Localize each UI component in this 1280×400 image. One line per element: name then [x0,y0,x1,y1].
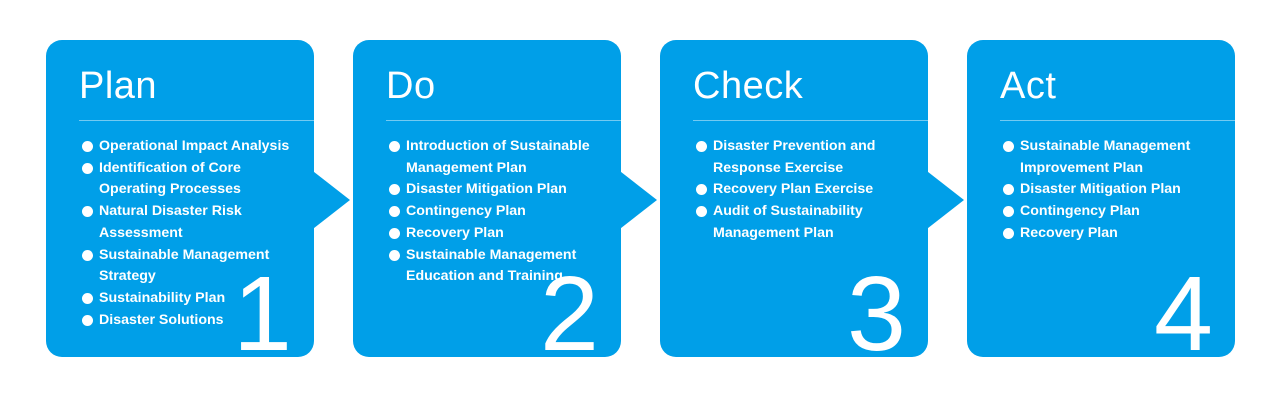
card-title: Act [1000,65,1057,107]
list-item-label: Audit of Sustainability Management Plan [713,203,863,241]
list-item-label: Natural Disaster Risk Assessment [99,203,242,241]
card-item-list: Sustainable Management Improvement Plan … [1003,136,1217,245]
bullet-icon [389,141,400,152]
list-item: Sustainable Management Education and Tra… [389,245,603,288]
list-item-label: Contingency Plan [406,203,526,220]
list-item: Sustainable Management Improvement Plan [1003,136,1217,179]
bullet-icon [696,206,707,218]
list-item: Operational Impact Analysis [82,136,296,158]
list-item-label: Sustainable Management Strategy [99,246,270,285]
card-check: Check Disaster Prevention and Response E… [660,40,928,367]
step-number: 1 [233,255,292,373]
list-item: Sustainable Management Strategy [82,245,296,288]
bullet-icon [1003,141,1014,152]
list-item-label: Disaster Mitigation Plan [1020,181,1181,198]
bullet-icon [389,227,400,239]
list-item-label: Operational Impact Analysis [99,138,290,154]
list-item: Natural Disaster Risk Assessment [82,201,296,244]
bullet-icon [696,184,707,196]
bullet-icon [1003,227,1014,239]
bullet-icon [696,141,707,152]
bullet-icon [389,184,400,196]
list-item-label: Disaster Prevention and Response Exercis… [713,138,876,176]
bullet-icon [1003,184,1014,196]
card-title: Do [386,65,436,107]
bullet-icon [389,249,400,261]
card-item-list: Introduction of Sustainable Management P… [389,136,603,288]
list-item: Disaster Solutions [82,310,296,332]
list-item: Identification of Core Operating Process… [82,158,296,201]
list-item: Recovery Plan Exercise [696,179,910,201]
list-item-label: Sustainable Management Education and Tra… [406,246,577,285]
list-item: Disaster Prevention and Response Exercis… [696,136,910,179]
bullet-icon [82,206,93,218]
step-number: 4 [1154,255,1213,373]
list-item: Introduction of Sustainable Management P… [389,136,603,179]
list-item-label: Sustainable Management Improvement Plan [1020,138,1191,176]
list-item-label: Sustainability Plan [99,289,226,306]
card-do: Do Introduction of Sustainable Managemen… [353,40,621,367]
bullet-icon [389,206,400,218]
list-item: Contingency Plan [1003,201,1217,223]
card-divider [693,120,928,121]
list-item-label: Identification of Core Operating Process… [99,159,241,198]
card-divider [1000,120,1235,121]
list-item: Contingency Plan [389,201,603,223]
bullet-icon [82,314,93,326]
list-item-label: Recovery Plan [406,224,504,241]
bullet-icon [82,292,93,304]
list-item-label: Disaster Solutions [99,311,224,328]
bullet-icon [82,141,93,152]
list-item: Sustainability Plan [82,288,296,310]
list-item: Recovery Plan [1003,223,1217,245]
card-divider [79,120,314,121]
step-number: 3 [847,255,906,373]
list-item: Recovery Plan [389,223,603,245]
card-item-list: Disaster Prevention and Response Exercis… [696,136,910,245]
bullet-icon [1003,206,1014,218]
step-number: 2 [540,255,599,373]
card-divider [386,120,621,121]
card-item-list: Operational Impact Analysis Identificati… [82,136,296,331]
list-item-label: Introduction of Sustainable Management P… [406,138,590,176]
card-title: Check [693,65,804,107]
list-item-label: Contingency Plan [1020,203,1140,220]
list-item: Audit of Sustainability Management Plan [696,201,910,244]
bullet-icon [82,162,93,174]
list-item: Disaster Mitigation Plan [389,179,603,201]
list-item-label: Recovery Plan [1020,224,1118,241]
bullet-icon [82,249,93,261]
card-act: Act Sustainable Management Improvement P… [967,40,1235,367]
list-item-label: Recovery Plan Exercise [713,181,874,198]
list-item: Disaster Mitigation Plan [1003,179,1217,201]
card-title: Plan [79,65,158,107]
list-item-label: Disaster Mitigation Plan [406,181,567,198]
card-plan: Plan Operational Impact Analysis Identif… [46,40,314,367]
